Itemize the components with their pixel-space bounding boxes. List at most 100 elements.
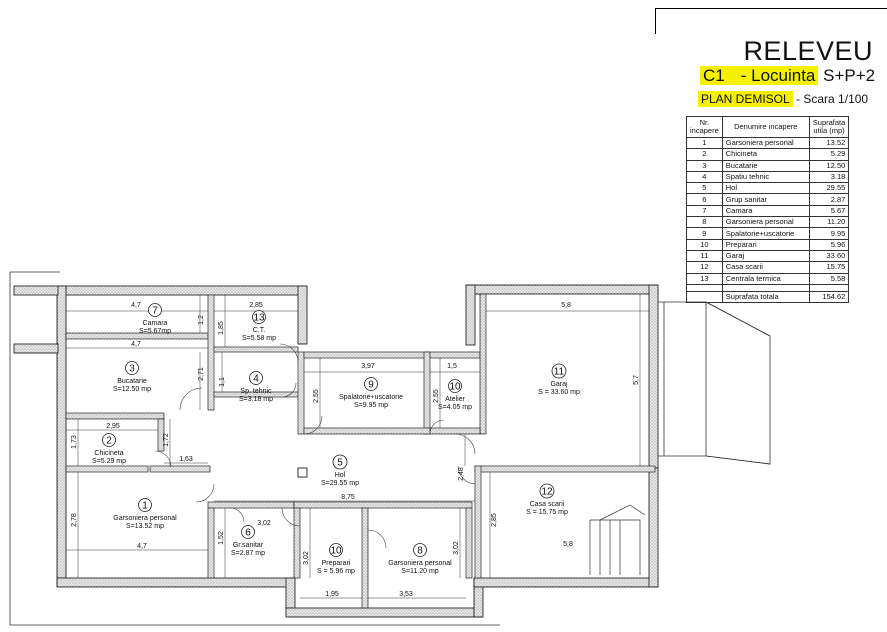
dim-label: 2,48 [458, 467, 465, 481]
dim-label: 1,95 [325, 591, 339, 598]
building-line: C1 - Locuinta S+P+2 [700, 66, 875, 86]
room-number: 1 [142, 501, 148, 512]
room-area: S = 15.75 mp [526, 509, 568, 516]
room-name: Spalatorie+uscatorie [339, 394, 403, 401]
room-area: S=9.95 mp [354, 402, 388, 409]
plan-line: PLAN DEMISOL - Scara 1/100 [698, 91, 869, 107]
plan-scale: - Scara 1/100 [796, 92, 869, 106]
room-name: Camara [143, 320, 168, 327]
room-number: 3 [129, 364, 135, 375]
dim-label: 2,85 [249, 302, 263, 309]
legend-spacer-row [686, 284, 850, 292]
room-number-circle [148, 303, 162, 317]
room-number: 10 [330, 546, 342, 557]
dim-label: 2,71 [198, 367, 205, 381]
building-code: C1 [703, 66, 725, 85]
building-levels: S+P+2 [823, 66, 876, 85]
room-number-circle [551, 363, 567, 379]
room-number: 5 [337, 458, 343, 469]
room-number-circle [539, 483, 555, 499]
interior-walls [65, 293, 656, 609]
legend-name: Centrala termica [721, 272, 810, 285]
legend-total-label: Suprafata totala [721, 290, 810, 304]
room-number: 7 [152, 306, 158, 317]
room-area: S = 5.96 mp [317, 568, 355, 575]
room-number-circle [249, 371, 263, 385]
dimension-lines [66, 294, 649, 599]
dim-label: 1,5 [447, 363, 457, 370]
dim-label: 4,7 [131, 341, 141, 348]
room-area: S = 33.60 mp [538, 389, 580, 396]
room-area: S=11.20 mp [401, 568, 439, 575]
room-area: S=2.87 mp [231, 550, 265, 557]
room-name: Garsoniera personal [113, 515, 177, 522]
staircase [589, 504, 646, 575]
room-number: 4 [253, 374, 259, 385]
room-name: Hol [335, 472, 346, 479]
room-number: 2 [106, 436, 112, 447]
dim-label: 1,52 [218, 531, 225, 545]
dim-label: 1,1 [219, 377, 226, 387]
door-swings [154, 343, 477, 549]
room-name: Preparari [322, 560, 351, 567]
outer-dimension-frame [9, 272, 500, 626]
room-number-circle [125, 361, 139, 375]
dimension-labels: 4,7 2,85 5,8 4,7 3,97 1,5 2,95 1,63 8,75… [71, 302, 640, 598]
room-area: S=5.29 mp [92, 458, 126, 465]
dim-label: 1,73 [71, 435, 78, 449]
dim-label: 5,8 [563, 541, 573, 548]
legend-area: 33.60 [808, 249, 850, 263]
room-number: 13 [253, 313, 265, 324]
room-number-circle [364, 377, 378, 391]
room-number: 12 [541, 487, 553, 498]
room-name: Garsoniera personal [388, 560, 452, 567]
room-number-circle [241, 525, 255, 539]
exterior-walls [13, 284, 659, 618]
dim-label: 3,53 [399, 591, 413, 598]
dim-label: 4,7 [131, 302, 141, 309]
room-number: 9 [368, 380, 374, 391]
room-name: Gr.sanitar [233, 542, 264, 549]
dim-label: 5,7 [633, 375, 640, 385]
title-block-rule-vertical [655, 8, 656, 34]
dim-label: 4,7 [137, 543, 147, 550]
title-block-rule [655, 8, 887, 9]
sheet-title: RELEVEU [743, 36, 873, 66]
room-area: S=3.18 mp [239, 396, 273, 403]
room-legend-table: Nr. incapere Denumire incapere Suprafata… [686, 116, 850, 304]
dim-label: 1,72 [163, 433, 170, 447]
dim-label: 2,78 [71, 513, 78, 527]
dim-label: 5,8 [561, 302, 571, 309]
room-name: Atelier [445, 396, 466, 403]
legend-total-value: 154.62 [808, 290, 850, 304]
room-number-circle [448, 379, 462, 393]
building-type: - Locuinta [740, 66, 816, 85]
room-number-circle [252, 310, 266, 324]
room-name: Casa scarii [530, 501, 565, 508]
room-area: S=5.67mp [139, 328, 171, 335]
dim-label: 3,02 [303, 551, 310, 565]
garage-ramp [658, 301, 771, 465]
dim-label: 2,95 [106, 423, 120, 430]
room-number-circle [138, 498, 152, 512]
